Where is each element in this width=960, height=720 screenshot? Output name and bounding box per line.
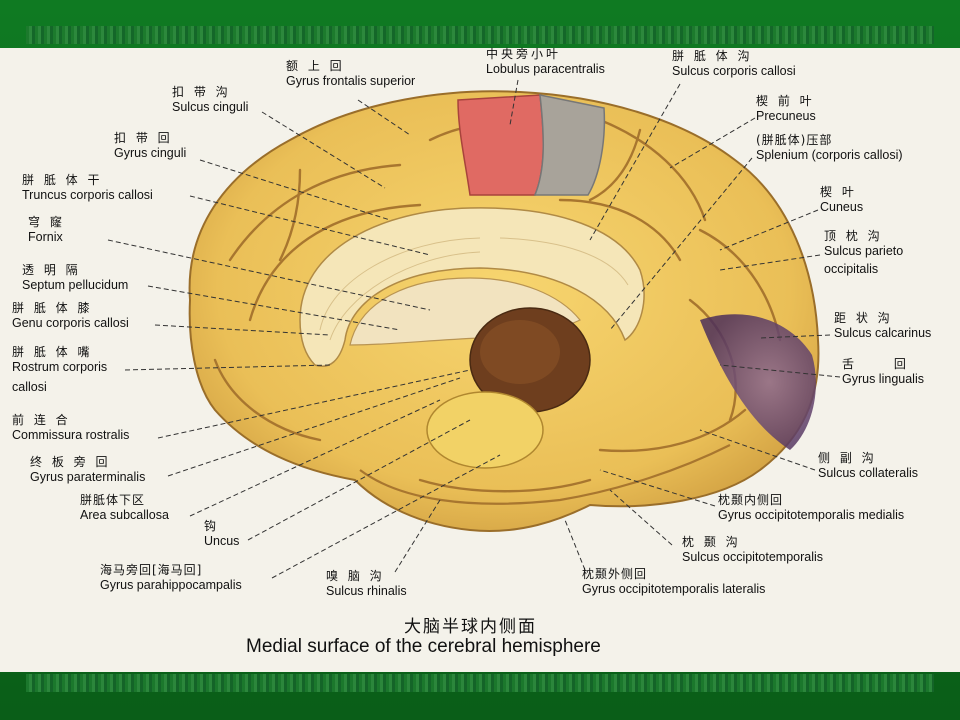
label-zh: 楔 前 叶 [756, 94, 815, 108]
parahippocampal-gyrus [359, 444, 731, 505]
label-zh: 额 上 回 [286, 59, 345, 73]
label-en: Uncus [204, 533, 240, 548]
paracentral-gray-zone [533, 94, 606, 196]
label-en-line2: callosi [12, 380, 47, 395]
label-gyrus-occipitotemporalis-medialis: 枕颞内侧回 Gyrus occipitotemporalis medialis [718, 493, 905, 522]
label-en: Lobulus paracentralis [486, 61, 605, 76]
label-uncus: 钩 Uncus [204, 519, 240, 548]
leader-lines [107, 79, 841, 579]
diencephalon-highlight [480, 320, 560, 384]
label-zh: 枕颞外侧回 [582, 567, 648, 581]
label-en: Gyrus paraterminalis [30, 469, 146, 484]
label-genu-corporis-callosi: 胼 胝 体 膝 Genu corporis callosi [12, 301, 129, 330]
label-gyrus-cinguli: 扣 带 回 Gyrus cinguli [114, 131, 187, 160]
label-zh: 胼胝体下区 [80, 493, 146, 507]
uncus-bulge [426, 391, 544, 469]
occipital-purple-zone [700, 314, 816, 450]
label-zh: 扣 带 回 [114, 131, 173, 145]
callosal-fibers [319, 237, 629, 341]
label-gyrus-lingualis: 舌 回 Gyrus lingualis [842, 357, 924, 386]
label-en: Septum pellucidum [22, 277, 129, 292]
label-en: Cuneus [820, 199, 864, 214]
label-sulcus-calcarinus: 距 状 沟 Sulcus calcarinus [834, 311, 932, 340]
label-en: Fornix [28, 229, 63, 244]
label-zh: 舌 回 [842, 357, 924, 371]
label-zh: 透 明 隔 [22, 263, 81, 277]
label-commissura-rostralis: 前 连 合 Commissura rostralis [12, 413, 130, 442]
label-zh: 中央旁小叶 [486, 47, 562, 61]
corpus-callosum [299, 207, 645, 367]
label-zh: 扣 带 沟 [172, 85, 231, 99]
label-sulcus-corporis-callosi: 胼 胝 体 沟 Sulcus corporis callosi [672, 49, 796, 78]
label-splenium: (胼胝体)压部 Splenium (corporis callosi) [756, 133, 903, 162]
label-gyrus-paraterminalis: 终 板 旁 回 Gyrus paraterminalis [30, 455, 146, 484]
label-en: Genu corporis callosi [12, 315, 129, 330]
label-precuneus: 楔 前 叶 Precuneus [756, 94, 816, 123]
label-sulcus-collateralis: 侧 副 沟 Sulcus collateralis [818, 451, 919, 480]
bottom-decor-band [26, 674, 934, 692]
paracentral-pink-zone [457, 94, 544, 196]
label-zh: 楔 叶 [820, 185, 857, 199]
label-sulcus-rhinalis: 嗅 脑 沟 Sulcus rhinalis [326, 569, 407, 598]
label-zh: 穹 窿 [28, 215, 65, 229]
label-fornix: 穹 窿 Fornix [28, 215, 65, 244]
label-septum-pellucidum: 透 明 隔 Septum pellucidum [22, 263, 129, 292]
label-en: Sulcus collateralis [818, 465, 919, 480]
label-en: Sulcus occipitotemporalis [682, 549, 824, 564]
label-truncus-corporis-callosi: 胼 胝 体 干 Truncus corporis callosi [22, 173, 153, 202]
label-sulcus-occipitotemporalis: 枕 颞 沟 Sulcus occipitotemporalis [682, 535, 824, 564]
label-en: Splenium (corporis callosi) [756, 147, 903, 162]
label-en: Sulcus calcarinus [834, 325, 932, 340]
label-en: Gyrus lingualis [842, 371, 924, 386]
label-gyrus-parahippocampalis: 海马旁回[海马回] Gyrus parahippocampalis [100, 563, 242, 592]
label-zh: 胼 胝 体 沟 [672, 49, 753, 63]
label-en-line1: Sulcus parieto [824, 243, 904, 258]
label-cuneus: 楔 叶 Cuneus [820, 185, 864, 214]
label-en: Truncus corporis callosi [22, 187, 153, 202]
label-zh: 嗅 脑 沟 [326, 569, 385, 583]
label-zh: 钩 [204, 519, 220, 533]
label-zh: 胼 胝 体 嘴 [12, 345, 93, 359]
label-zh: 终 板 旁 回 [30, 455, 111, 469]
label-en: Gyrus occipitotemporalis lateralis [582, 581, 766, 596]
label-en: Sulcus rhinalis [326, 583, 407, 598]
label-en: Gyrus frontalis superior [286, 73, 416, 88]
label-en: Precuneus [756, 108, 816, 123]
label-area-subcallosa: 胼胝体下区 Area subcallosa [80, 493, 169, 522]
label-zh: 胼 胝 体 干 [22, 173, 103, 187]
label-sulcus-parieto-occipitalis: 顶 枕 沟 Sulcus parieto occipitalis [824, 229, 904, 277]
label-en: Sulcus corporis callosi [672, 63, 796, 78]
label-en: Gyrus cinguli [114, 145, 187, 160]
label-sulcus-cinguli: 扣 带 沟 Sulcus cinguli [172, 85, 249, 114]
label-zh: 枕 颞 沟 [682, 535, 741, 549]
label-lobulus-paracentralis: 中央旁小叶 Lobulus paracentralis [486, 47, 605, 76]
label-zh: 顶 枕 沟 [824, 229, 883, 243]
label-zh: 侧 副 沟 [818, 451, 877, 465]
label-zh: 距 状 沟 [834, 311, 893, 325]
label-gyrus-frontalis-superior: 额 上 回 Gyrus frontalis superior [286, 59, 416, 88]
label-en: Sulcus cinguli [172, 99, 249, 114]
label-gyrus-occipitotemporalis-lateralis: 枕颞外侧回 Gyrus occipitotemporalis lateralis [582, 567, 766, 596]
label-zh: (胼胝体)压部 [756, 133, 833, 147]
label-zh: 胼 胝 体 膝 [12, 301, 93, 315]
label-en: Gyrus parahippocampalis [100, 577, 242, 592]
label-en-line1: Rostrum corporis [12, 359, 108, 374]
caption-chinese: 大脑半球内侧面 [404, 617, 537, 637]
label-en: Gyrus occipitotemporalis medialis [718, 507, 905, 522]
gyral-folds [213, 118, 782, 493]
label-rostrum-corporis-callosi: 胼 胝 体 嘴 Rostrum corporis callosi [12, 345, 108, 395]
label-en: Area subcallosa [80, 507, 169, 522]
top-decor-band [26, 26, 934, 44]
label-en-line2: occipitalis [824, 262, 879, 277]
label-zh: 枕颞内侧回 [718, 493, 784, 507]
caption-english: Medial surface of the cerebral hemispher… [246, 636, 601, 657]
label-en: Commissura rostralis [12, 427, 130, 442]
label-zh: 前 连 合 [12, 413, 71, 427]
label-zh: 海马旁回[海马回] [100, 563, 203, 577]
